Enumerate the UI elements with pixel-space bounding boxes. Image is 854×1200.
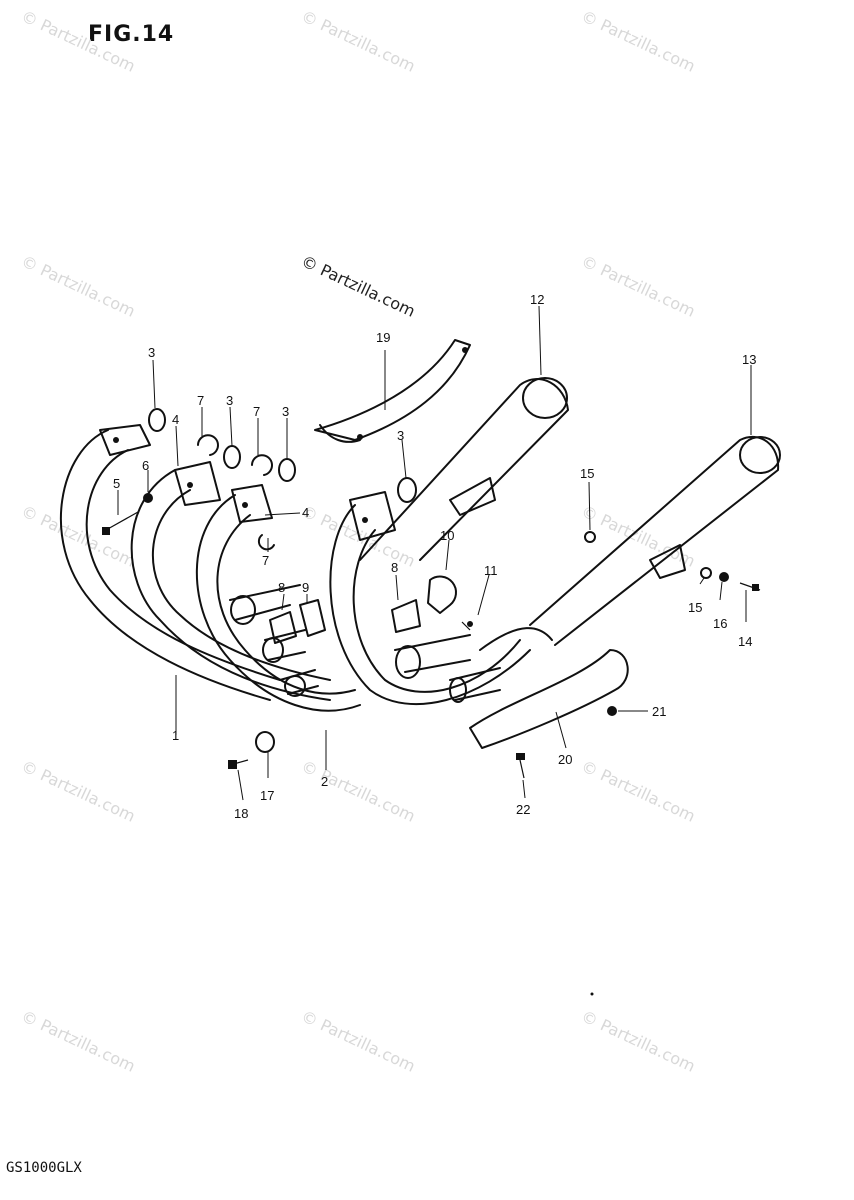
callout-15: 15 [580, 466, 594, 481]
callout-7: 7 [253, 404, 260, 419]
connector-pipes [229, 584, 501, 703]
callout-18: 18 [234, 806, 248, 821]
callout-12: 12 [530, 292, 544, 307]
watermark: © Partzilla.com [18, 251, 138, 320]
watermark: © Partzilla.com [298, 1006, 418, 1075]
watermark: © Partzilla.com [298, 756, 418, 825]
heat-shield-20 [469, 649, 629, 749]
watermark: © Partzilla.com [578, 6, 698, 75]
callout-15: 15 [688, 600, 702, 615]
callout-3: 3 [397, 428, 404, 443]
callout-2: 2 [321, 774, 328, 789]
callout-10: 10 [440, 528, 454, 543]
callout-21: 21 [652, 704, 666, 719]
watermark: © Partzilla.com [578, 501, 698, 570]
muffler-13 [479, 435, 781, 651]
callout-19: 19 [376, 330, 390, 345]
watermark-layer: © Partzilla.com © Partzilla.com © Partzi… [18, 6, 698, 1075]
callout-3: 3 [282, 404, 289, 419]
exhaust-flanges [99, 424, 396, 541]
watermark: © Partzilla.com [578, 756, 698, 825]
callout-1: 1 [172, 728, 179, 743]
clamps-and-sleeves [269, 575, 457, 644]
model-code: GS1000GLX [6, 1160, 82, 1176]
watermark: © Partzilla.com [18, 6, 138, 75]
callout-7: 7 [197, 393, 204, 408]
callout-3: 3 [226, 393, 233, 408]
callout-22: 22 [516, 802, 530, 817]
speck [590, 992, 594, 996]
callout-4: 4 [302, 505, 309, 520]
callout-9: 9 [302, 580, 309, 595]
exhaust-pipe-2 [195, 494, 531, 712]
watermark: © Partzilla.com [578, 251, 698, 320]
callout-16: 16 [713, 616, 727, 631]
callout-13: 13 [742, 352, 756, 367]
leader-lines [117, 305, 752, 801]
callout-labels: 3 4 6 5 7 3 7 3 4 7 19 12 13 3 15 10 11 … [113, 292, 756, 821]
callout-14: 14 [738, 634, 752, 649]
gaskets [148, 408, 417, 551]
watermark: © Partzilla.com [18, 501, 138, 570]
heat-shield-19 [314, 339, 471, 443]
callout-6: 6 [142, 458, 149, 473]
exhaust-pipe-1 [59, 429, 331, 701]
figure-title: FIG.14 [88, 22, 175, 47]
watermark: © Partzilla.com [298, 6, 418, 75]
callout-5: 5 [113, 476, 120, 491]
watermark: © Partzilla.com [18, 756, 138, 825]
callout-8: 8 [278, 580, 285, 595]
muffler-12 [359, 377, 569, 561]
fasteners [102, 493, 761, 779]
callout-11: 11 [484, 563, 498, 578]
callout-17: 17 [260, 788, 274, 803]
watermark: © Partzilla.com [298, 251, 418, 320]
callout-20: 20 [558, 752, 572, 767]
callout-7: 7 [262, 553, 269, 568]
callout-4: 4 [172, 412, 179, 427]
watermark: © Partzilla.com [578, 1006, 698, 1075]
callout-8: 8 [391, 560, 398, 575]
watermark: © Partzilla.com [18, 1006, 138, 1075]
callout-3: 3 [148, 345, 155, 360]
